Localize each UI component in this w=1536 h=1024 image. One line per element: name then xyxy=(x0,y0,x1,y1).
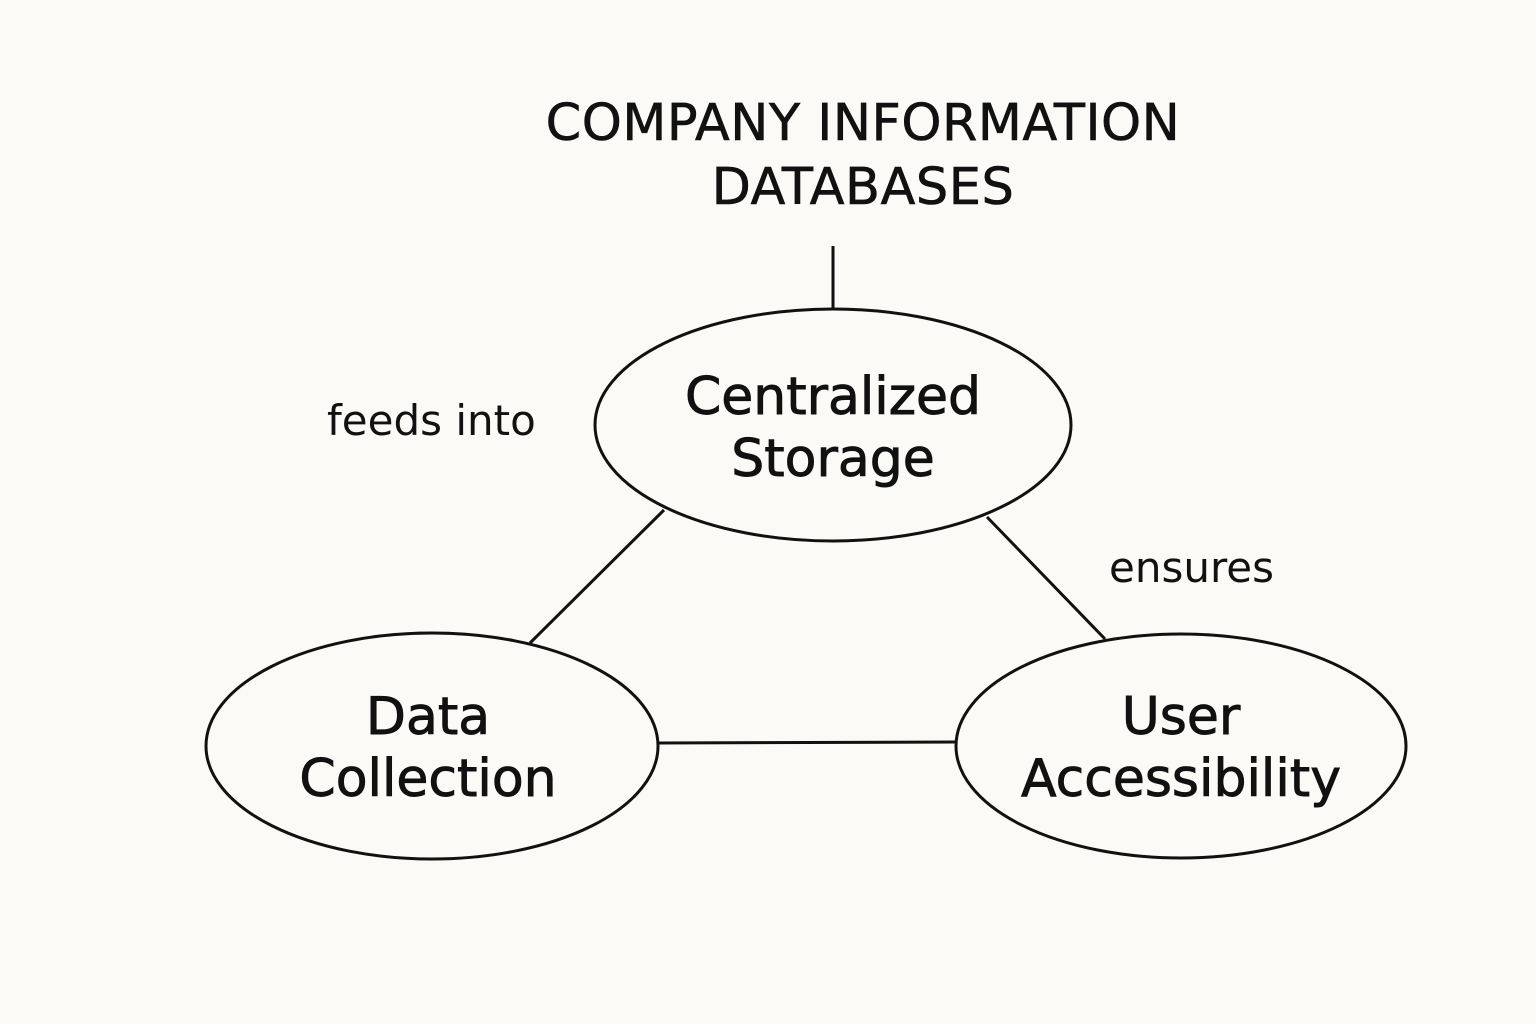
node-user-accessibility-line-2: Accessibility xyxy=(1021,749,1342,810)
edge-label-feeds-into: feeds into xyxy=(327,396,536,445)
title-line-2: DATABASES xyxy=(711,158,1015,218)
node-centralized-storage-label: Centralized Storage xyxy=(633,366,1033,490)
node-centralized-storage-ellipse xyxy=(593,307,1073,543)
node-user-accessibility-line-1: User xyxy=(1121,687,1241,748)
node-data-collection-label: Data Collection xyxy=(228,686,628,810)
title-line-1: COMPANY INFORMATION xyxy=(545,94,1181,154)
node-data-collection-line-1: Data xyxy=(365,687,491,748)
edge-collection-to-accessibility xyxy=(657,740,957,745)
node-data-collection-ellipse xyxy=(204,631,660,861)
node-user-accessibility-ellipse xyxy=(954,632,1408,860)
edge-label-ensures: ensures xyxy=(1109,543,1275,592)
node-data-collection-line-2: Collection xyxy=(299,749,557,810)
diagram-title: COMPANY INFORMATION DATABASES xyxy=(463,92,1263,220)
edge-storage-to-accessibility xyxy=(985,515,1107,641)
node-user-accessibility-label: User Accessibility xyxy=(981,686,1381,810)
edge-storage-to-collection xyxy=(528,508,666,645)
node-centralized-storage-line-2: Storage xyxy=(731,429,935,490)
node-centralized-storage-line-1: Centralized xyxy=(684,367,982,428)
